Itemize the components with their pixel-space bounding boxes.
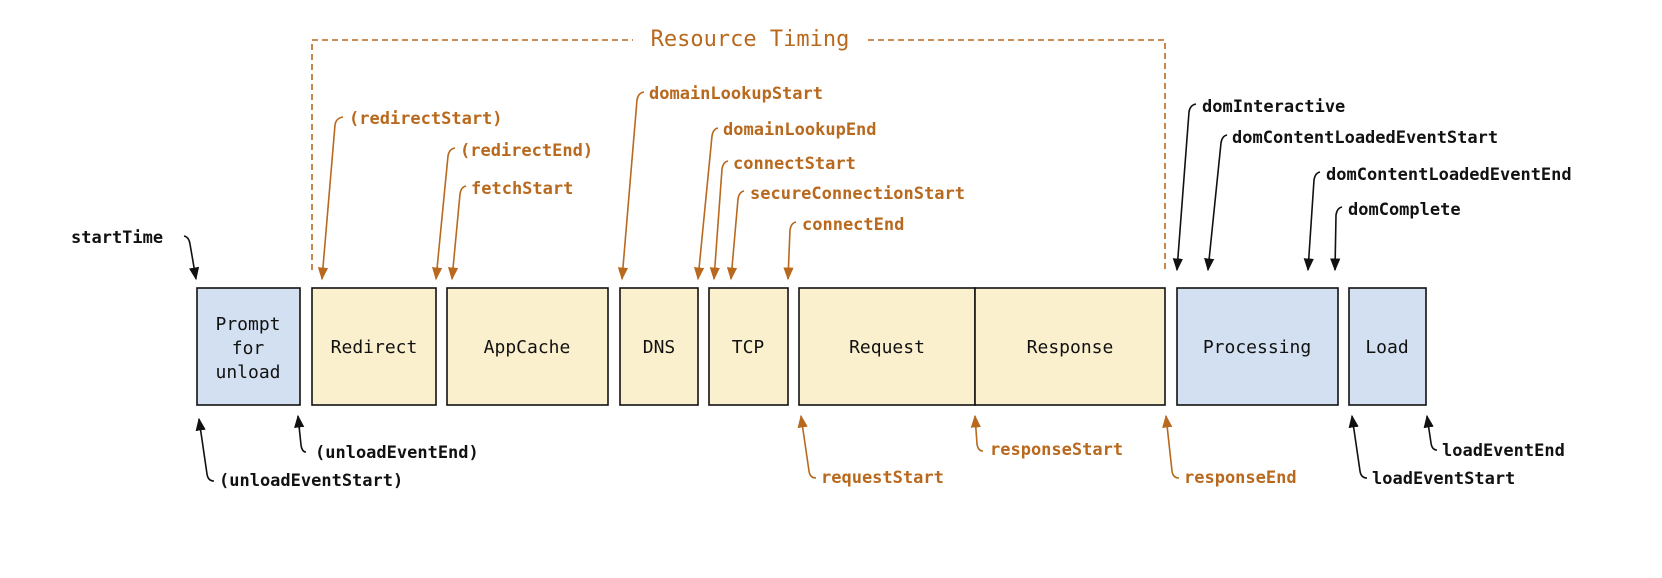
load-event-end-label: loadEventEnd — [1442, 441, 1565, 461]
marker-load-event-end: loadEventEnd — [1423, 414, 1565, 461]
domain-lookup-end-label: domainLookupEnd — [723, 120, 877, 140]
marker-load-event-start: loadEventStart — [1348, 414, 1515, 489]
response-end-label: responseEnd — [1184, 468, 1297, 488]
stage-dns: DNS — [619, 287, 699, 406]
connect-end-label: connectEnd — [802, 215, 904, 235]
dom-content-loaded-event-start-label: domContentLoadedEventStart — [1232, 128, 1498, 148]
marker-connect-end: connectEnd — [783, 215, 904, 281]
marker-response-start: responseStart — [970, 414, 1123, 460]
response-start-label: responseStart — [990, 440, 1123, 460]
stage-dns-label: DNS — [643, 337, 676, 358]
unload-event-start-label: (unloadEventStart) — [219, 471, 403, 491]
stage-request-label: Request — [849, 337, 925, 358]
marker-domain-lookup-end: domainLookupEnd — [694, 120, 877, 281]
redirect-start-label: (redirectStart) — [349, 109, 503, 129]
marker-dom-content-loaded-event-end: domContentLoadedEventEnd — [1303, 165, 1572, 272]
stage-prompt-line-1: Prompt — [215, 314, 280, 335]
marker-dom-interactive: domInteractive — [1172, 97, 1345, 272]
marker-fetch-start: fetchStart — [447, 179, 573, 281]
stage-prompt-for-unload: Prompt for unload — [196, 287, 301, 406]
marker-response-end: responseEnd — [1162, 414, 1297, 488]
stage-prompt-line-2: for — [232, 338, 265, 359]
stage-tcp-label: TCP — [732, 337, 765, 358]
stage-load: Load — [1348, 287, 1427, 406]
unload-event-end-label: (unloadEventEnd) — [315, 443, 479, 463]
stage-tcp: TCP — [708, 287, 789, 406]
marker-redirect-end: (redirectEnd) — [432, 141, 593, 281]
stage-load-label: Load — [1365, 337, 1408, 358]
marker-secure-connection-start: secureConnectionStart — [726, 184, 965, 281]
marker-dom-complete: domComplete — [1330, 200, 1461, 272]
stage-processing: Processing — [1176, 287, 1339, 406]
marker-request-start: requestStart — [797, 414, 944, 488]
marker-unload-event-start: (unloadEventStart) — [195, 417, 403, 491]
resource-timing-bracket: Resource Timing — [311, 27, 1166, 270]
marker-dom-content-loaded-event-start: domContentLoadedEventStart — [1204, 128, 1498, 272]
fetch-start-label: fetchStart — [471, 179, 573, 199]
stage-appcache-label: AppCache — [484, 337, 571, 358]
domain-lookup-start-label: domainLookupStart — [649, 84, 823, 104]
stage-response-label: Response — [1027, 337, 1114, 358]
stage-processing-label: Processing — [1203, 337, 1311, 358]
stage-prompt-line-3: unload — [215, 362, 280, 383]
stage-redirect: Redirect — [311, 287, 437, 406]
stage-appcache: AppCache — [446, 287, 609, 406]
redirect-end-label: (redirectEnd) — [460, 141, 593, 161]
marker-start-time: startTime — [71, 228, 200, 281]
stage-redirect-label: Redirect — [331, 337, 418, 358]
load-event-start-label: loadEventStart — [1372, 469, 1515, 489]
stage-request: Request — [798, 287, 976, 406]
marker-redirect-start: (redirectStart) — [317, 109, 503, 281]
dom-complete-label: domComplete — [1348, 200, 1461, 220]
marker-unload-event-end: (unloadEventEnd) — [294, 414, 479, 463]
request-start-label: requestStart — [821, 468, 944, 488]
stage-response: Response — [974, 287, 1166, 406]
marker-connect-start: connectStart — [709, 154, 856, 281]
start-time-label: startTime — [71, 228, 163, 248]
resource-timing-title: Resource Timing — [651, 27, 850, 52]
marker-domain-lookup-start: domainLookupStart — [617, 84, 823, 281]
dom-interactive-label: domInteractive — [1202, 97, 1345, 117]
connect-start-label: connectStart — [733, 154, 856, 174]
dom-content-loaded-event-end-label: domContentLoadedEventEnd — [1326, 165, 1572, 185]
secure-connection-start-label: secureConnectionStart — [750, 184, 965, 204]
